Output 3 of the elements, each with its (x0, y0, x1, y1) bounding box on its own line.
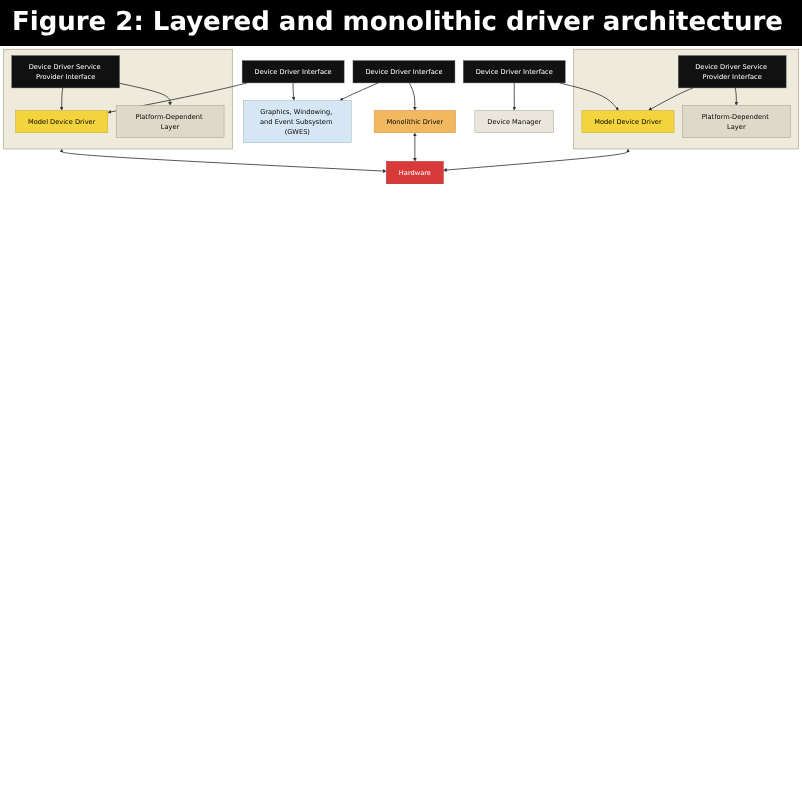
cluster (573, 48, 800, 150)
cluster (2, 48, 233, 150)
figure-title: Figure 2: Layered and monolithic driver architecture (0, 0, 802, 46)
